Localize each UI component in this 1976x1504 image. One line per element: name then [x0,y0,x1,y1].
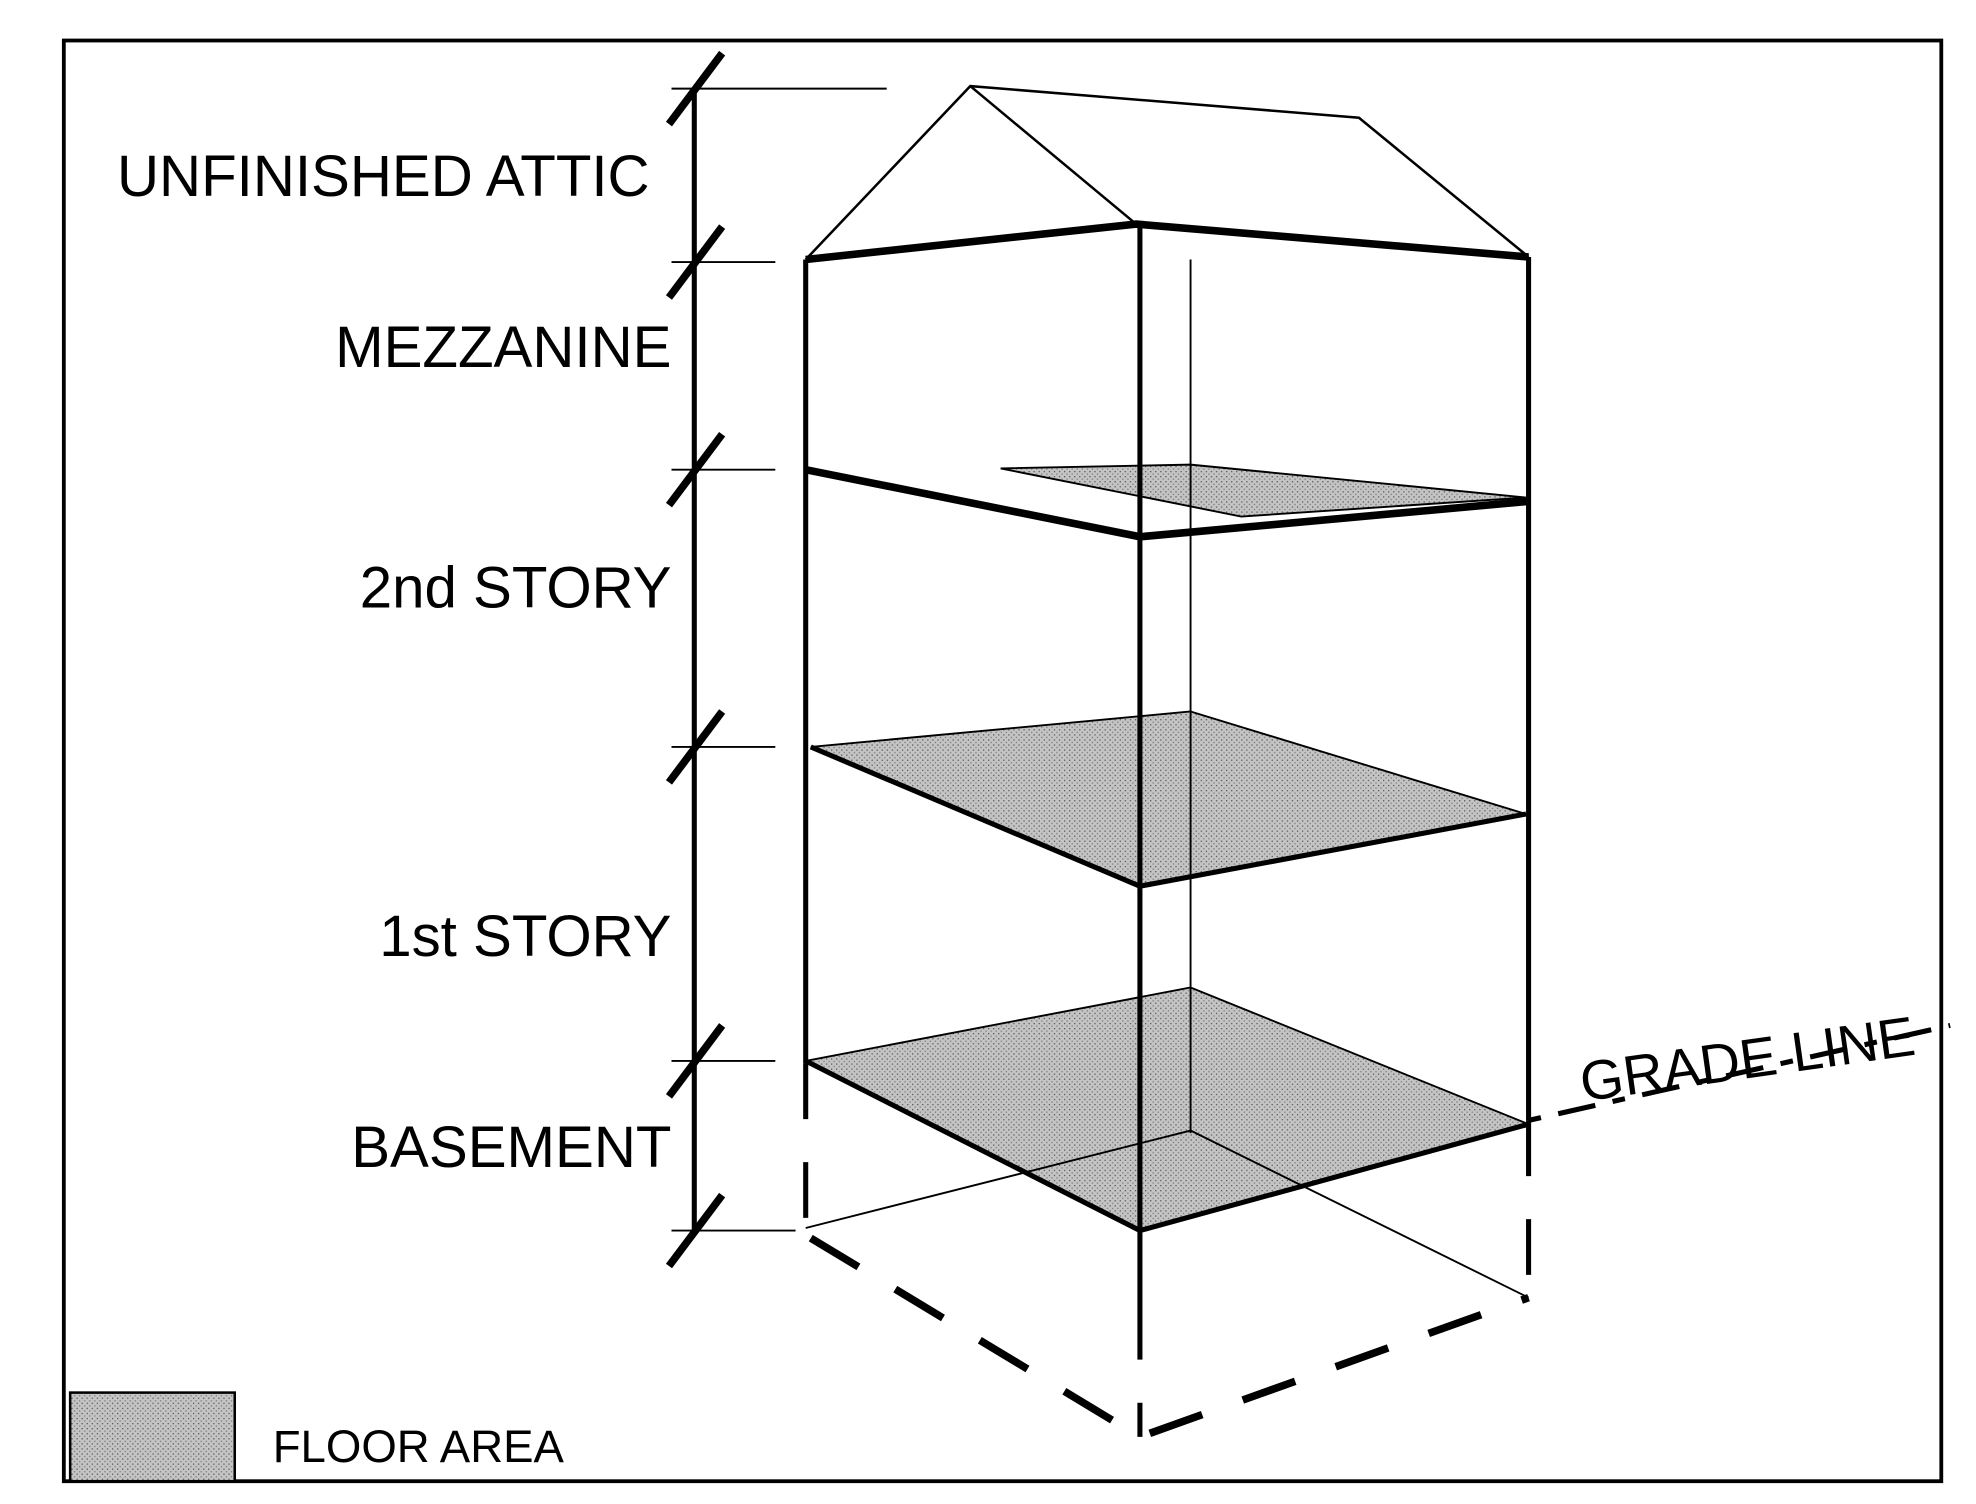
grade-line: GRADE LINE [1528,1005,1951,1123]
building-frame [803,84,1532,1442]
legend: FLOOR AREA [68,1391,565,1483]
first-story-floor-area [805,987,1529,1231]
level-axis [665,50,887,1269]
label-mezzanine: MEZZANINE [335,315,671,380]
second-story-floor-area [810,711,1527,887]
label-unfinished-attic: UNFINISHED ATTIC [117,144,650,209]
axis-tick-slashes [665,50,726,1269]
label-first-story: 1st STORY [379,904,671,969]
label-grade-line: GRADE LINE [1576,1005,1919,1113]
legend-floor-area-swatch [68,1391,236,1483]
legend-floor-area-label: FLOOR AREA [273,1421,565,1472]
frame-border [61,38,1944,1484]
label-basement: BASEMENT [351,1115,671,1180]
label-second-story: 2nd STORY [360,556,672,621]
